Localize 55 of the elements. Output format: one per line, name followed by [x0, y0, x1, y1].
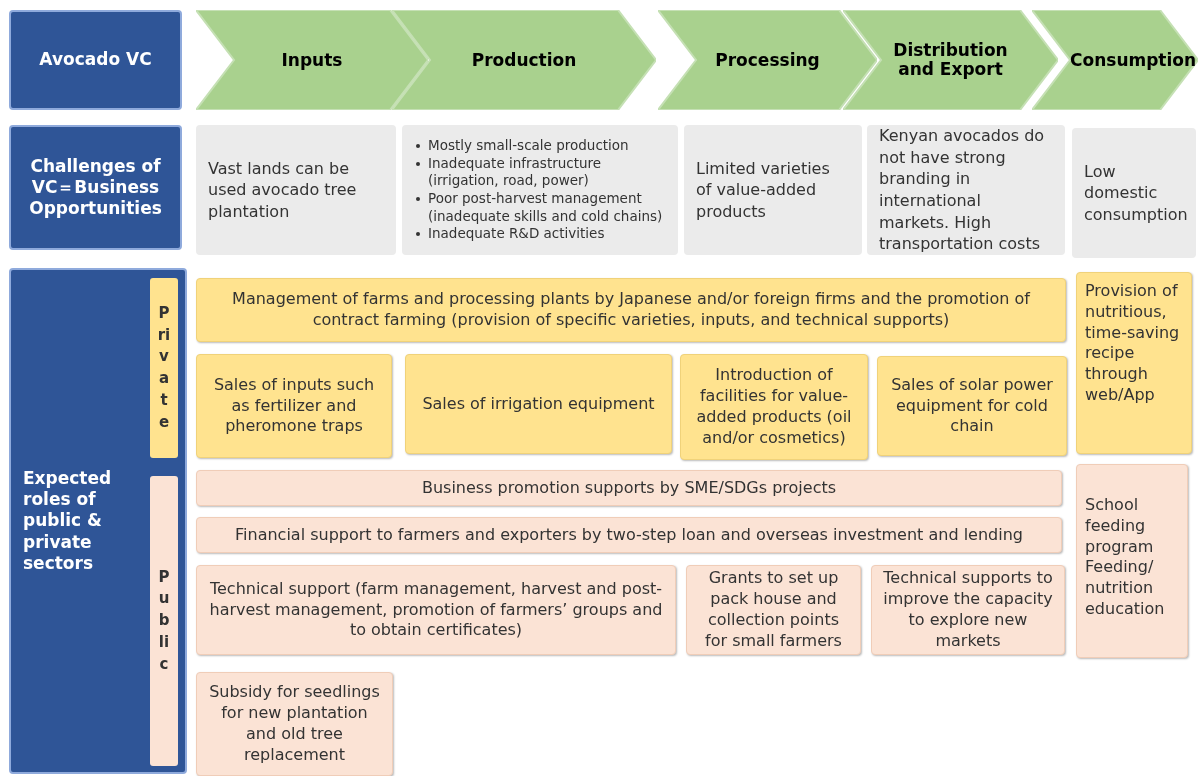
description-text: Subsidy for seedlings for new plantation and old tree replacement: [208, 682, 381, 766]
stage-label: Production: [470, 50, 578, 70]
bullet-item: Mostly small-scale production: [428, 137, 672, 155]
description-text: Feeding/ nutrition education: [1085, 557, 1166, 620]
public-role-box: [196, 565, 676, 655]
header-label: Challenges of VC＝Business Opportunities: [28, 155, 163, 220]
public-role-box: [196, 672, 393, 776]
bullet-item: Inadequate infrastructure (irrigation, road, power): [428, 154, 672, 190]
private-role-box: [680, 354, 868, 460]
private-role-box: [877, 356, 1067, 456]
stage-label: Processing: [714, 50, 821, 70]
description-text: Sales of solar power equipment for cold chain: [890, 374, 1054, 438]
header-box: [9, 268, 187, 774]
bullet-item: Inadequate R&D activities: [428, 225, 672, 243]
value-chain-stage: [843, 10, 1058, 110]
description-text: Kenyan avocados do not have strong branding in international markets. High transportation costs: [879, 125, 1046, 255]
sector-bar: [150, 476, 178, 766]
header-box: [9, 10, 182, 110]
sector-bar: [150, 278, 178, 458]
stage-label: Distribution and Export: [892, 41, 1009, 79]
description-text: Grants to set up pack house and collection points for small farmers: [704, 568, 843, 652]
public-role-box: [686, 565, 861, 655]
description-text: Vast lands can be used avocado tree plantation: [208, 157, 358, 223]
stage-label: Consumption: [1069, 50, 1198, 70]
description-text: Technical supports to improve the capacity to explore new markets: [882, 568, 1054, 652]
public-role-box: [1076, 464, 1188, 658]
header-box: [9, 125, 182, 250]
description-text: School feeding program: [1085, 495, 1155, 558]
private-role-box: [405, 354, 672, 454]
private-role-box: [1076, 272, 1192, 454]
private-role-box: [196, 354, 392, 458]
public-role-box: [196, 470, 1062, 506]
description-text: Limited varieties of value-added products: [696, 157, 831, 223]
public-role-box: [196, 517, 1062, 553]
stage-label: Inputs: [280, 50, 344, 70]
description-text: Business promotion supports by SME/SDGs projects: [420, 477, 838, 499]
description-text: Financial support to farmers and exporters by two-step loan and overseas investment and lending: [234, 524, 1024, 546]
description-text: Sales of inputs such as fertilizer and pheromone traps: [212, 374, 376, 438]
description-text: Provision of nutritious, time-saving recipe through web/App: [1085, 281, 1181, 406]
challenge-box: [402, 125, 678, 255]
description-text: Management of farms and processing plants by Japanese and/or foreign firms and the promotion of contract farming (provision of specific varieties, inputs, and technical supports): [231, 289, 1032, 331]
private-role-box: [196, 278, 1066, 342]
bullet-item: Poor post-harvest management (inadequate skills and cold chains): [428, 190, 672, 226]
header-label: Avocado VC: [38, 49, 153, 71]
value-chain-stage: [392, 10, 656, 110]
description-text: Technical support (farm management, harvest and post-harvest management, promotion of farmers’ groups and to obtain certificates): [208, 578, 664, 642]
value-chain-stage: [1032, 10, 1198, 110]
header-label: Expected roles of public & private sectors: [23, 467, 113, 575]
value-chain-stage: [196, 10, 428, 110]
description-text: Introduction of facilities for value-added products (oil and/or cosmetics): [695, 365, 853, 449]
sector-label: Public: [157, 566, 171, 675]
description-text: Sales of irrigation equipment: [421, 393, 656, 415]
sector-label: Private: [156, 302, 172, 433]
value-chain-stage: [658, 10, 877, 110]
public-role-box: [871, 565, 1065, 655]
